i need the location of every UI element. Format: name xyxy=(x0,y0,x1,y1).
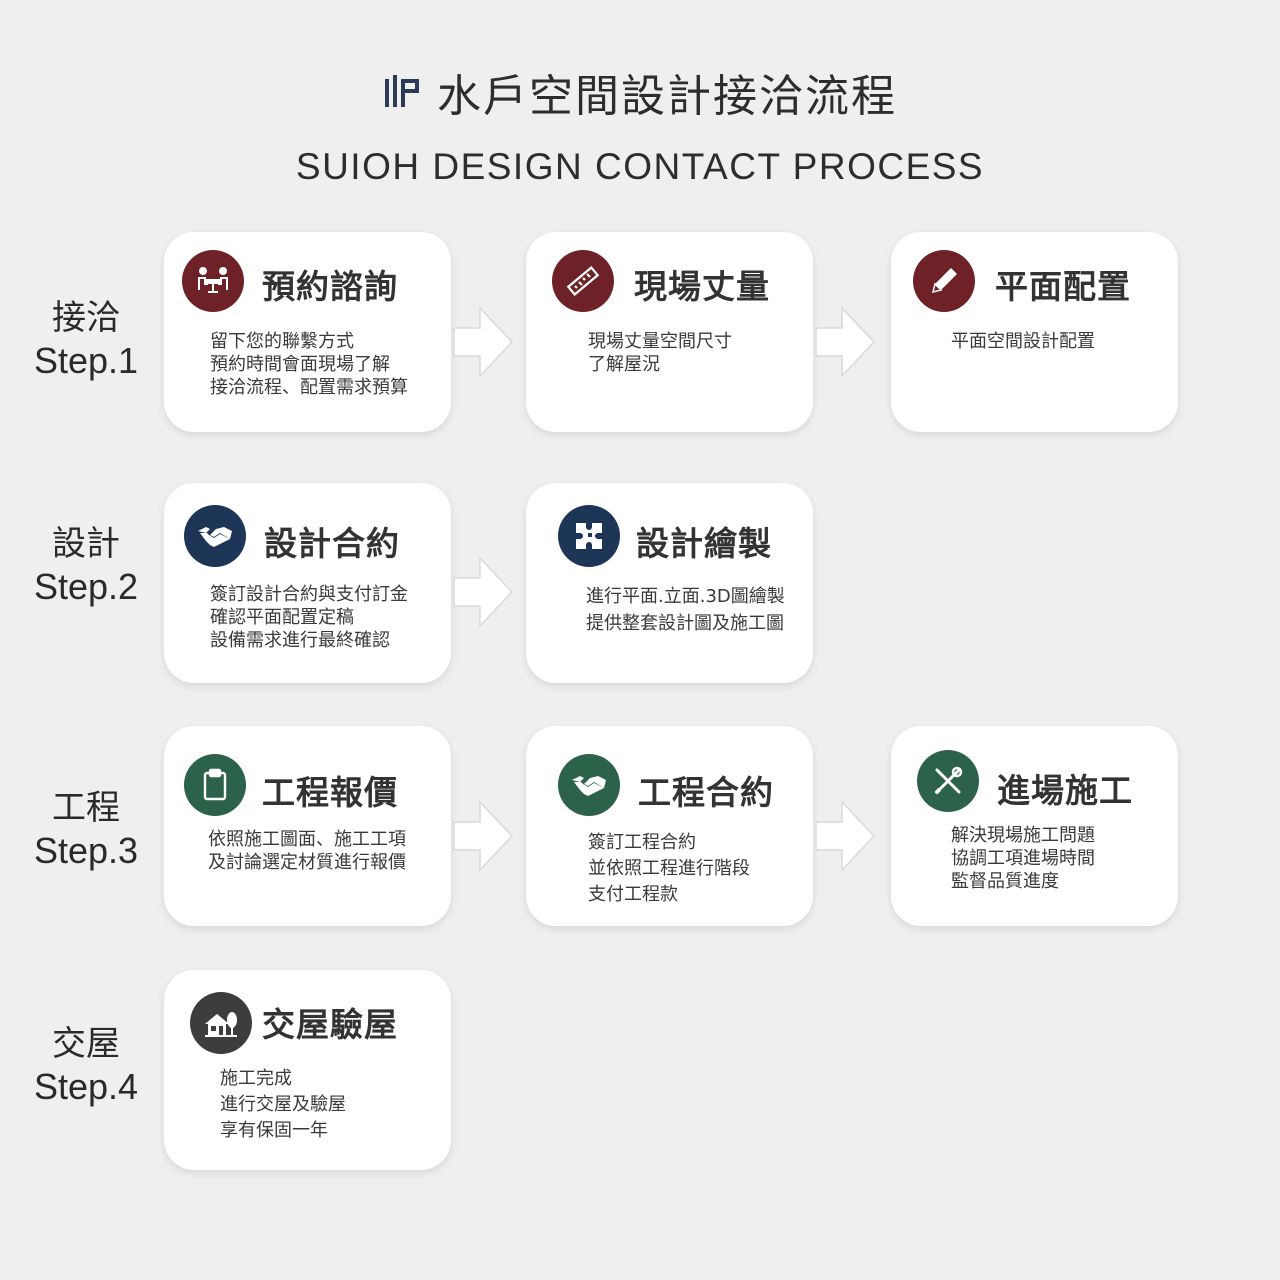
card-line: 簽訂設計合約與支付訂金 xyxy=(210,584,408,605)
card-icon-badge xyxy=(184,754,246,816)
step-label-zh: 工程 xyxy=(52,788,120,828)
page-title: 水戶空間設計接洽流程 xyxy=(437,71,897,122)
step-label-en: Step.1 xyxy=(33,339,139,381)
card-line: 支付工程款 xyxy=(588,884,678,905)
card-design-contract: 設計合約 簽訂設計合約與支付訂金 確認平面配置定稿 設備需求進行最終確認 xyxy=(164,483,451,683)
card-description: 現場丈量空間尺寸 了解屋況 xyxy=(588,330,732,376)
card-line: 留下您的聯繫方式 xyxy=(210,331,354,352)
card-description: 依照施工圖面、施工工項 及討論選定材質進行報價 xyxy=(208,828,406,874)
card-title: 工程報價 xyxy=(262,773,398,812)
card-line: 享有保固一年 xyxy=(220,1120,328,1141)
card-line: 簽訂工程合約 xyxy=(588,832,696,853)
card-description: 解決現場施工問題 協調工項進場時間 監督品質進度 xyxy=(951,824,1095,893)
card-line: 監督品質進度 xyxy=(951,871,1059,892)
card-title: 設計繪製 xyxy=(636,524,772,563)
step-label-en: Step.4 xyxy=(33,1065,139,1107)
card-description: 簽訂設計合約與支付訂金 確認平面配置定稿 設備需求進行最終確認 xyxy=(210,583,408,652)
step-label-4: 交屋 Step.4 xyxy=(20,1024,152,1108)
step-label-zh: 設計 xyxy=(52,524,120,564)
card-title: 進場施工 xyxy=(997,771,1133,810)
card-line: 進行交屋及驗屋 xyxy=(220,1094,346,1115)
card-icon-badge xyxy=(552,250,614,312)
card-title: 平面配置 xyxy=(995,267,1131,306)
card-line: 設備需求進行最終確認 xyxy=(210,630,390,651)
card-icon-badge xyxy=(913,250,975,312)
title-row: 水戶空間設計接洽流程 xyxy=(0,60,1280,124)
meeting-icon xyxy=(198,267,228,293)
header: 水戶空間設計接洽流程 SUIOH DESIGN CONTACT PROCESS xyxy=(0,60,1280,188)
card-line: 協調工項進場時間 xyxy=(951,848,1095,869)
card-line: 解決現場施工問題 xyxy=(951,825,1095,846)
flow-arrow xyxy=(453,800,514,872)
handshake-icon xyxy=(572,776,606,796)
step-label-en: Step.3 xyxy=(33,829,139,871)
card-line: 並依照工程進行階段 xyxy=(588,858,750,879)
card-title: 交屋驗屋 xyxy=(262,1005,398,1044)
card-handover-inspection: 交屋驗屋 施工完成 進行交屋及驗屋 享有保固一年 xyxy=(164,970,451,1170)
card-icon-badge xyxy=(184,505,246,567)
card-icon-badge xyxy=(558,754,620,816)
card-description: 留下您的聯繫方式 預約時間會面現場了解 接洽流程、配置需求預算 xyxy=(210,330,408,399)
flow-arrow xyxy=(453,306,514,378)
flow-arrow xyxy=(453,556,514,628)
step-label-3: 工程 Step.3 xyxy=(20,788,152,872)
card-line: 接洽流程、配置需求預算 xyxy=(210,377,408,398)
card-description: 施工完成 進行交屋及驗屋 享有保固一年 xyxy=(220,1066,346,1144)
card-title: 預約諮詢 xyxy=(262,267,398,306)
card-description: 平面空間設計配置 xyxy=(951,330,1095,353)
card-line: 及討論選定材質進行報價 xyxy=(208,852,406,873)
ruler-icon xyxy=(566,265,600,297)
house-icon xyxy=(205,1012,237,1037)
card-line: 施工完成 xyxy=(220,1068,292,1089)
step-label-2: 設計 Step.2 xyxy=(20,524,152,608)
card-floor-plan: 平面配置 平面空間設計配置 xyxy=(891,232,1178,432)
card-title: 設計合約 xyxy=(264,524,400,563)
flow-arrow xyxy=(815,800,876,872)
card-line: 平面空間設計配置 xyxy=(951,331,1095,352)
pencil-icon xyxy=(931,268,957,294)
card-line: 現場丈量空間尺寸 xyxy=(588,331,732,352)
flow-arrow xyxy=(815,306,876,378)
page-subtitle: SUIOH DESIGN CONTACT PROCESS xyxy=(295,146,985,187)
brand-logo-icon xyxy=(385,75,419,107)
step-label-zh: 接洽 xyxy=(52,298,120,338)
step-label-1: 接洽 Step.1 xyxy=(20,298,152,382)
card-icon-badge xyxy=(190,992,252,1054)
step-label-en: Step.2 xyxy=(33,565,139,607)
card-design-drawing: 設計繪製 進行平面.立面.3D圖繪製 提供整套設計圖及施工圖 xyxy=(526,483,813,683)
handshake-icon xyxy=(198,527,232,547)
card-title: 工程合約 xyxy=(638,773,774,812)
card-reservation-consult: 預約諮詢 留下您的聯繫方式 預約時間會面現場了解 接洽流程、配置需求預算 xyxy=(164,232,451,432)
card-icon-badge xyxy=(182,250,244,312)
puzzle-icon xyxy=(576,523,602,549)
step-label-zh: 交屋 xyxy=(52,1024,120,1064)
card-title: 現場丈量 xyxy=(634,267,770,306)
card-line: 進行平面.立面.3D圖繪製 xyxy=(586,586,785,607)
card-icon-badge xyxy=(558,505,620,567)
card-description: 進行平面.立面.3D圖繪製 提供整套設計圖及施工圖 xyxy=(586,583,785,637)
card-description: 簽訂工程合約 並依照工程進行階段 支付工程款 xyxy=(588,830,750,908)
card-construction-quote: 工程報價 依照施工圖面、施工工項 及討論選定材質進行報價 xyxy=(164,726,451,926)
card-on-site-construction: 進場施工 解決現場施工問題 協調工項進場時間 監督品質進度 xyxy=(891,726,1178,926)
card-line: 預約時間會面現場了解 xyxy=(210,354,390,375)
card-line: 依照施工圖面、施工工項 xyxy=(208,829,406,850)
clipboard-icon xyxy=(203,768,227,801)
card-icon-badge xyxy=(917,750,979,812)
card-line: 了解屋況 xyxy=(588,354,660,375)
card-construction-contract: 工程合約 簽訂工程合約 並依照工程進行階段 支付工程款 xyxy=(526,726,813,926)
card-line: 確認平面配置定稿 xyxy=(210,607,354,628)
card-site-measure: 現場丈量 現場丈量空間尺寸 了解屋況 xyxy=(526,232,813,432)
tools-icon xyxy=(935,766,963,794)
card-line: 提供整套設計圖及施工圖 xyxy=(586,613,784,634)
